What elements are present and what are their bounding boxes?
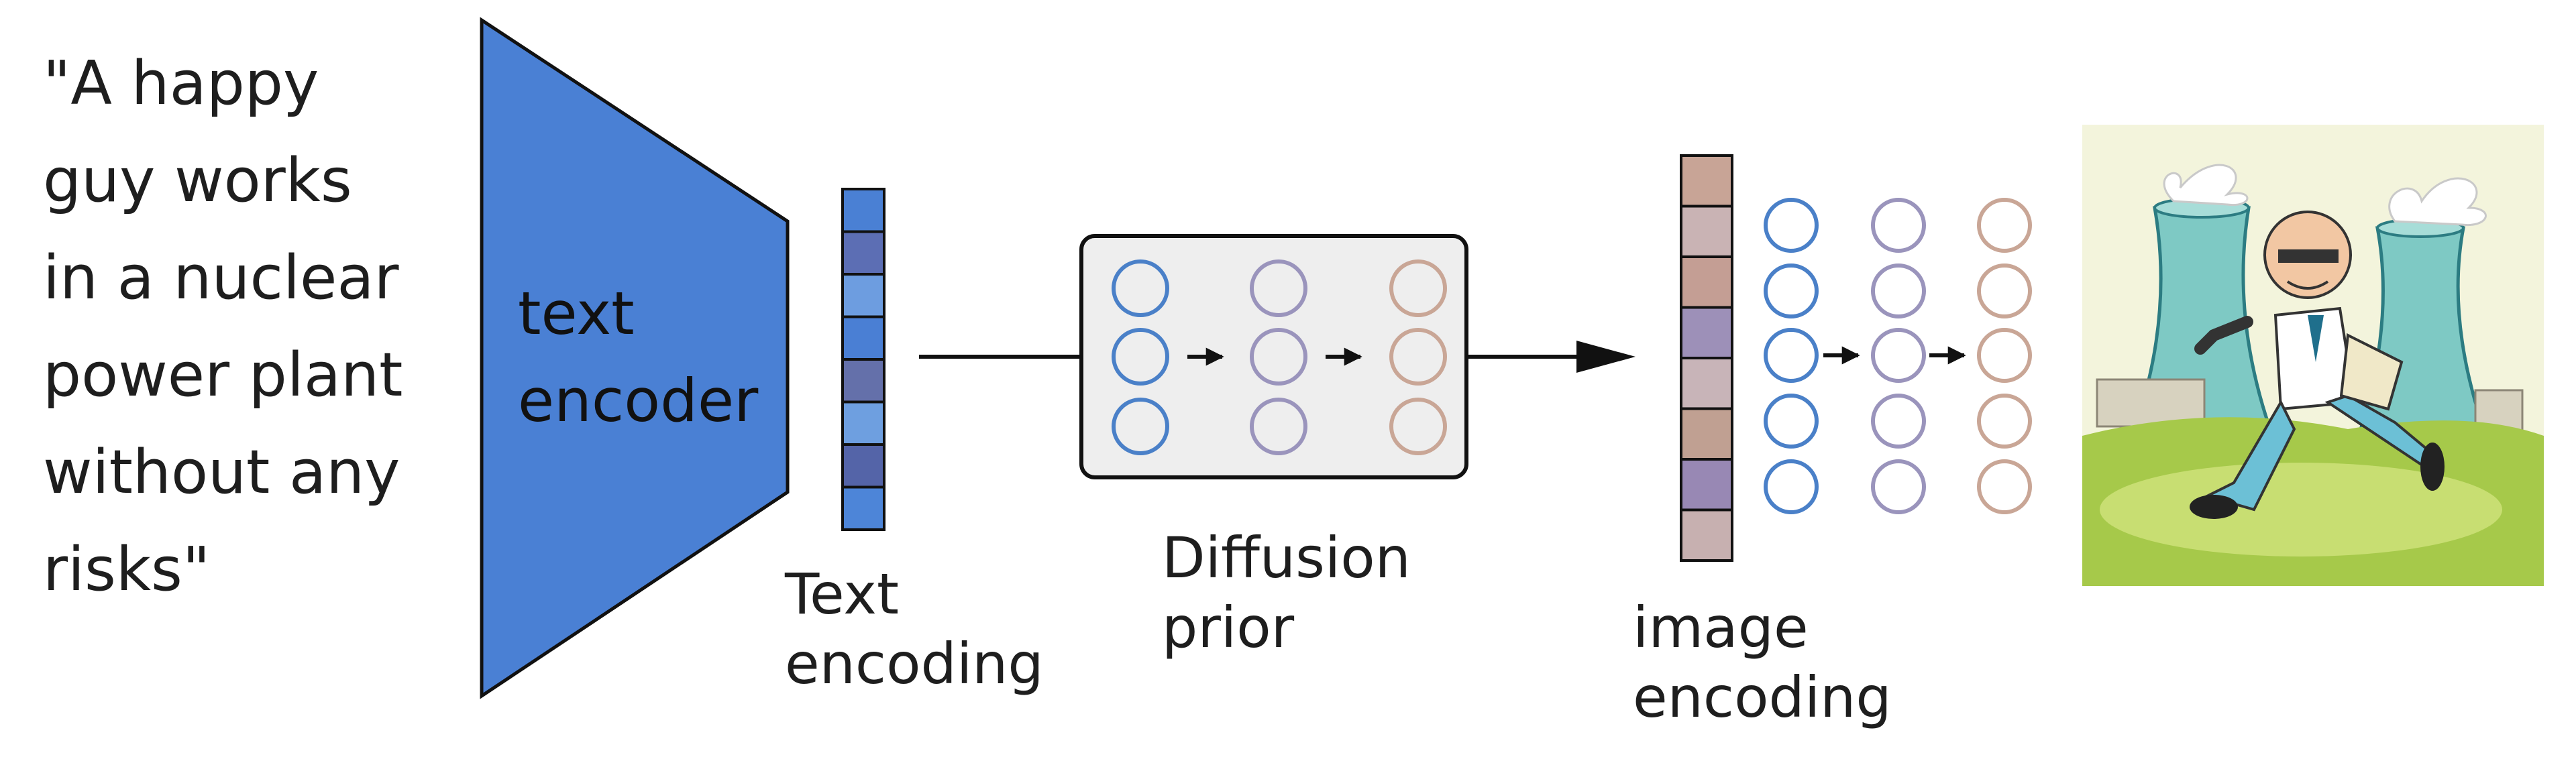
vector-cell	[841, 485, 885, 531]
vector-cell	[841, 188, 885, 233]
vector-cell	[1680, 357, 1733, 410]
vector-cell	[841, 400, 885, 446]
label-line: prior	[1162, 595, 1295, 660]
neuron-node	[1977, 198, 2032, 253]
neuron-node	[1250, 259, 1307, 317]
vector-cell	[1680, 154, 1733, 208]
neuron-node	[1389, 328, 1447, 386]
text-encoding-label: Text encoding	[785, 559, 1044, 699]
generated-image	[2082, 125, 2544, 586]
neuron-node	[1977, 328, 2032, 383]
vector-cell	[841, 315, 885, 361]
neuron-node	[1112, 328, 1169, 386]
vector-cell	[1680, 204, 1733, 258]
vector-cell	[1680, 255, 1733, 309]
neuron-node	[1764, 198, 1819, 253]
neuron-node	[1764, 264, 1819, 318]
diffusion-neurons	[1112, 259, 1447, 455]
neuron-node	[1977, 264, 2032, 318]
diffusion-prior-box	[1079, 234, 1468, 479]
prompt-line: "A happy	[43, 48, 319, 119]
vector-cell	[1680, 458, 1733, 512]
neuron-node	[1977, 459, 2032, 514]
neuron-node	[1764, 459, 1819, 514]
label-line: Text	[785, 561, 899, 627]
neuron-node	[1977, 394, 2032, 449]
vector-cell	[841, 443, 885, 489]
neuron-node	[1250, 398, 1307, 455]
image-encoding-vector	[1680, 154, 1733, 562]
vector-cell	[1680, 407, 1733, 461]
neuron-node	[1112, 398, 1169, 455]
running-man-icon	[2190, 211, 2445, 519]
vector-cell	[841, 273, 885, 318]
decoder-neurons	[1764, 198, 2032, 514]
neuron-node	[1871, 394, 1926, 449]
neuron-node	[1112, 259, 1169, 317]
neuron-node	[1871, 264, 1926, 318]
prompt-line: in a nuclear	[43, 243, 399, 313]
vector-cell	[841, 358, 885, 404]
text-encoding-vector	[841, 188, 885, 531]
neuron-node	[1871, 459, 1926, 514]
label-line: encoding	[785, 631, 1044, 697]
neuron-node	[1871, 328, 1926, 383]
neuron-node	[1764, 394, 1819, 449]
neuron-node	[1389, 398, 1447, 455]
encoder-label-line1: text	[518, 279, 635, 348]
arrow-main-head	[1576, 341, 1635, 373]
image-encoding-label: image encoding	[1633, 593, 1892, 732]
label-line: encoding	[1633, 664, 1892, 730]
neuron-node	[1871, 198, 1926, 253]
neuron-node	[1250, 328, 1307, 386]
neuron-node	[1764, 328, 1819, 383]
prompt-text: "A happy guy works in a nuclear power pl…	[43, 35, 459, 618]
label-line: Diffusion	[1162, 525, 1411, 591]
diffusion-prior-label: Diffusion prior	[1162, 523, 1411, 662]
neuron-node	[1389, 259, 1447, 317]
prompt-line: guy works	[43, 145, 352, 216]
prompt-line: risks"	[43, 534, 211, 605]
prompt-line: power plant	[43, 340, 403, 410]
text-encoder-block	[480, 17, 790, 699]
vector-cell	[1680, 508, 1733, 562]
label-line: image	[1633, 595, 1809, 660]
prompt-line: without any	[43, 437, 400, 508]
vector-cell	[841, 230, 885, 276]
vector-cell	[1680, 306, 1733, 359]
encoder-label-line2: encoder	[518, 366, 759, 435]
